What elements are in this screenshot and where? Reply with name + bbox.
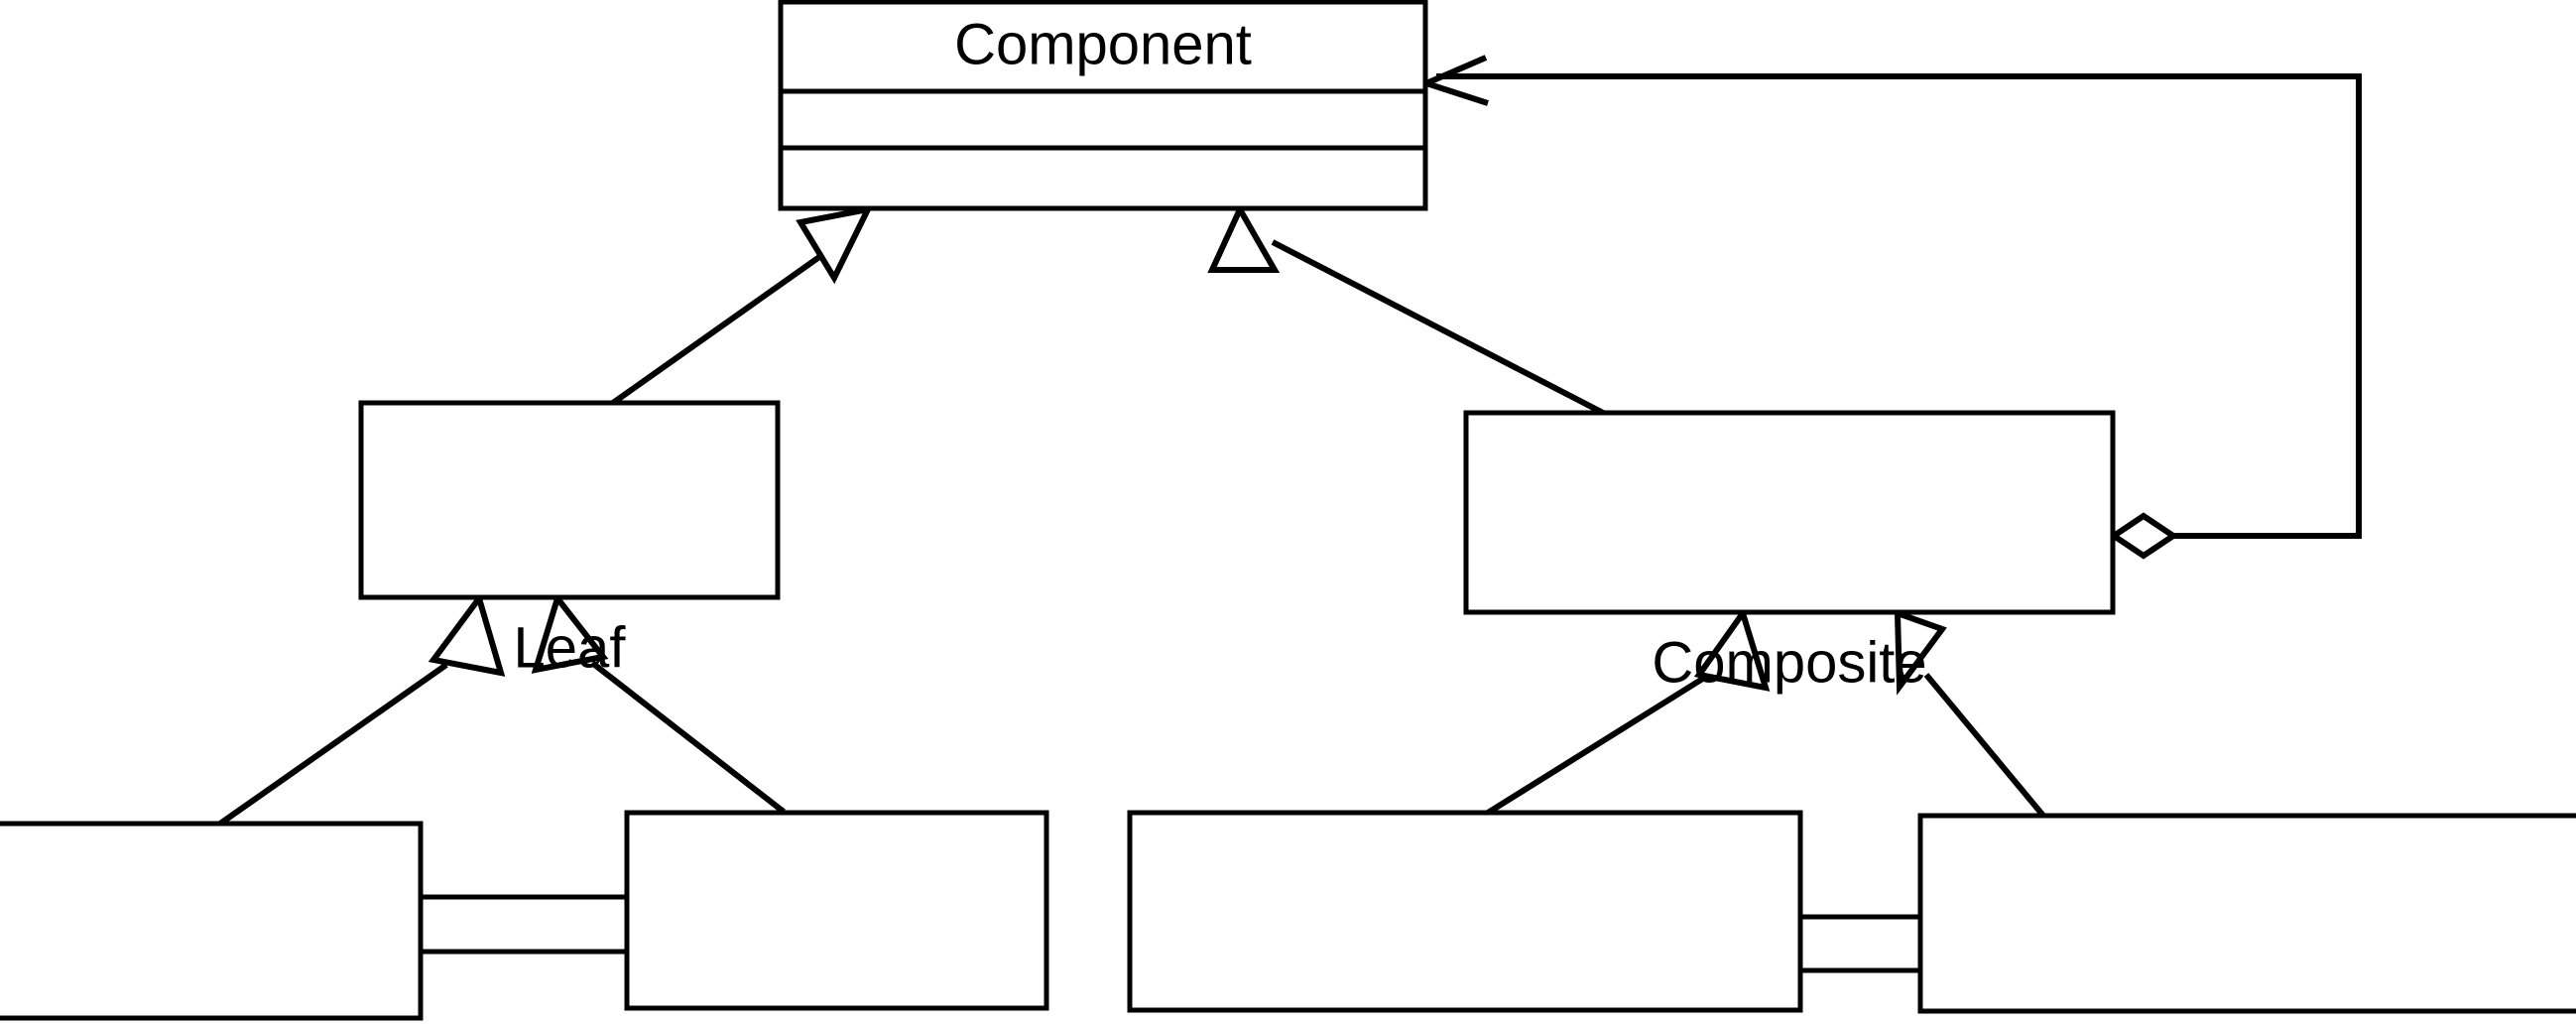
generalization-line	[1923, 673, 2046, 818]
class-name-label: Leaf	[514, 615, 627, 680]
hollow-triangle-arrowhead-icon	[1894, 608, 1947, 696]
open-arrowhead-icon	[1417, 55, 1489, 106]
generalization-line	[611, 242, 838, 406]
class-name-label: Composite	[1652, 630, 1926, 695]
relationship-leafa-generalizes-leaf[interactable]	[218, 591, 506, 827]
class-box-frame	[778, 0, 1428, 211]
relationships-layer	[218, 55, 2362, 827]
class-node-subcompositea[interactable]: SubCompositeA	[1127, 810, 1803, 1026]
class-node-leaf[interactable]: Leaf	[358, 400, 781, 955]
generalization-line	[1271, 239, 1607, 417]
generalization-line	[218, 662, 448, 827]
class-box-frame	[1463, 410, 2116, 615]
class-node-leafb[interactable]: LeafB	[624, 810, 1049, 1026]
hollow-triangle-arrowhead-icon	[796, 204, 874, 285]
class-box-frame	[1127, 810, 1803, 1013]
class-node-subcompositeb[interactable]: SubCompositeB	[1917, 813, 2576, 1026]
relationship-composite-generalizes-component[interactable]	[1207, 202, 1607, 417]
hollow-triangle-arrowhead-icon	[428, 591, 506, 677]
relationship-subcompositeb-generalizes-composite[interactable]	[1894, 608, 2046, 818]
hollow-triangle-arrowhead-icon	[531, 591, 609, 674]
hollow-triangle-arrowhead-icon	[1207, 202, 1281, 273]
class-box-frame	[0, 821, 424, 1021]
relationship-leaf-generalizes-component[interactable]	[611, 204, 874, 406]
relationship-subcompositea-generalizes-composite[interactable]	[1486, 606, 1771, 816]
class-node-component[interactable]: Component	[778, 0, 1428, 211]
hollow-diamond-icon	[2108, 512, 2179, 560]
class-box-frame	[1917, 813, 2576, 1014]
class-box-frame	[624, 810, 1049, 1011]
class-box-frame	[358, 400, 781, 600]
generalization-line	[1486, 672, 1711, 816]
class-name-label: Component	[954, 12, 1252, 76]
generalization-line	[590, 660, 786, 815]
hollow-triangle-arrowhead-icon	[1693, 606, 1771, 692]
aggregation-line	[1436, 73, 2362, 539]
relationship-leafb-generalizes-leaf[interactable]	[531, 591, 786, 815]
class-node-leafa[interactable]: LeafA	[0, 821, 424, 1026]
